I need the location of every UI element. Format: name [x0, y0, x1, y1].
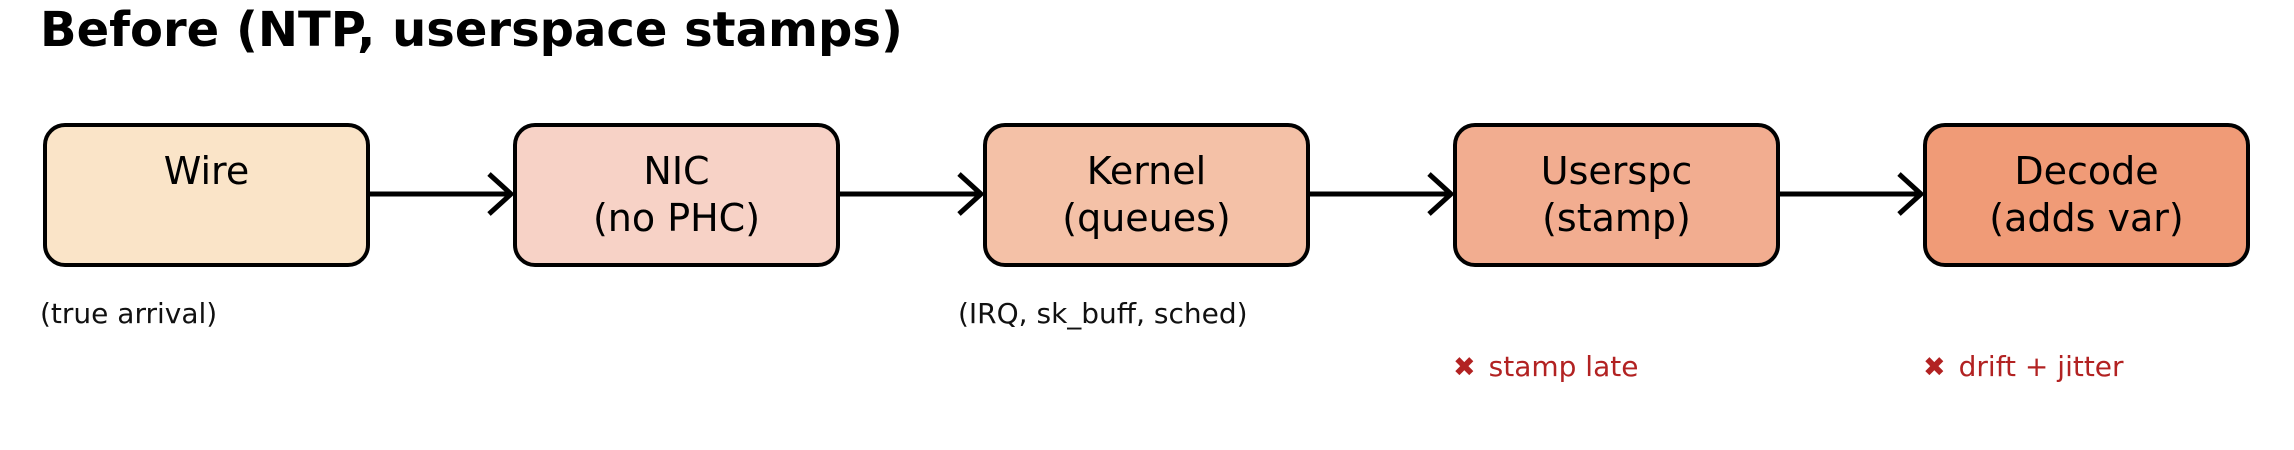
node-label-line1: Kernel	[1086, 149, 1207, 193]
node-label-line2: (no PHC)	[592, 196, 761, 240]
node-label-line1: NIC	[643, 149, 710, 193]
issue-stamp-late: ✖ stamp late	[1453, 350, 1638, 383]
error-x-icon: ✖	[1453, 352, 1476, 383]
arrow-nic-to-kernel	[839, 172, 984, 216]
node-label-line1: Userspc	[1540, 149, 1693, 193]
arrow-userspc-to-decode	[1779, 172, 1924, 216]
node-label-line2: (stamp)	[1542, 196, 1691, 240]
arrow-wire-to-nic	[369, 172, 514, 216]
issue-drift-jitter: ✖ drift + jitter	[1923, 350, 2124, 383]
node-label-line2: (queues)	[1062, 196, 1231, 240]
flow-node-nic: NIC (no PHC)	[513, 123, 840, 267]
issue-label: stamp late	[1488, 350, 1639, 383]
flow-node-wire: Wire	[43, 123, 370, 267]
node-label-line2: (adds var)	[1989, 196, 2184, 240]
page-title: Before (NTP, userspace stamps)	[40, 2, 903, 58]
node-label-line1: Wire	[163, 149, 250, 193]
node-label-line1: Decode	[2014, 149, 2159, 193]
issue-label: drift + jitter	[1958, 350, 2124, 383]
error-x-icon: ✖	[1923, 352, 1946, 383]
note-true-arrival: (true arrival)	[40, 297, 218, 330]
arrow-kernel-to-userspc	[1309, 172, 1454, 216]
flow-node-userspc: Userspc (stamp)	[1453, 123, 1780, 267]
flow-node-decode: Decode (adds var)	[1923, 123, 2250, 267]
note-kernel-internals: (IRQ, sk_buff, sched)	[958, 297, 1248, 330]
flow-node-kernel: Kernel (queues)	[983, 123, 1310, 267]
